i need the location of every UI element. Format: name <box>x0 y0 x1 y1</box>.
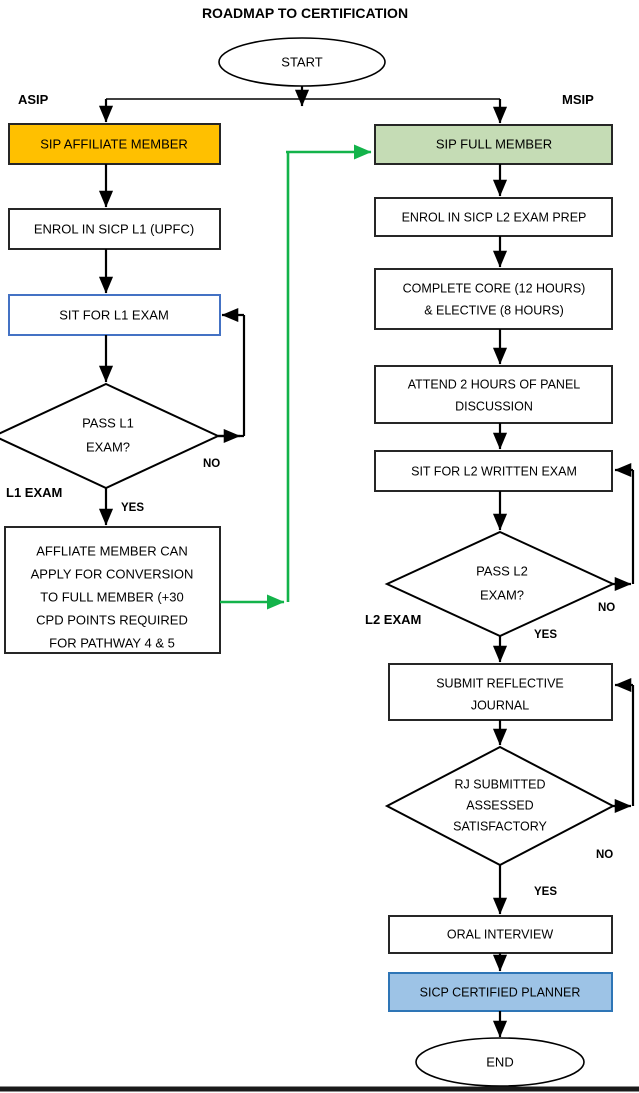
node-complete-core-line2: & ELECTIVE (8 HOURS) <box>424 303 564 317</box>
decision-pass-l2-line2: EXAM? <box>480 587 524 602</box>
edge-label-l1-no: NO <box>203 458 220 470</box>
edge-label-l2-no: NO <box>598 602 615 614</box>
lane-label-msip: MSIP <box>562 92 594 107</box>
edge-label-rj-no: NO <box>596 849 613 861</box>
decision-pass-l2-line1: PASS L2 <box>476 563 528 578</box>
node-conversion-line5: FOR PATHWAY 4 & 5 <box>49 635 175 650</box>
node-enrol-l2[interactable] <box>374 197 613 237</box>
node-start-label: START <box>281 54 322 69</box>
node-affiliate-member[interactable] <box>8 123 221 165</box>
node-panel-discussion[interactable] <box>374 365 613 424</box>
node-submit-rj-line2: JOURNAL <box>471 698 529 712</box>
node-conversion[interactable] <box>4 526 221 654</box>
decision-pass-l1-label-line1: PASS L1 <box>82 415 134 430</box>
decision-pass-l1[interactable] <box>0 382 221 490</box>
group-label-l2-exam: L2 EXAM <box>365 612 421 627</box>
node-end-label: END <box>486 1054 513 1069</box>
node-enrol-l1[interactable] <box>8 208 221 250</box>
decision-pass-l1-label-line2: EXAM? <box>86 439 130 454</box>
edge-label-l2-yes: YES <box>534 629 557 641</box>
edge-label-rj-yes: YES <box>534 886 557 898</box>
edge-label-l1-yes: YES <box>121 502 144 514</box>
page-title: ROADMAP TO CERTIFICATION <box>202 5 408 21</box>
node-sit-l2-exam-label: SIT FOR L2 WRITTEN EXAM <box>411 464 577 478</box>
node-oral-interview[interactable] <box>388 915 613 954</box>
node-complete-core[interactable] <box>374 268 613 330</box>
node-sit-l2-exam[interactable] <box>374 450 613 492</box>
node-certified-planner[interactable] <box>388 972 613 1012</box>
node-conversion-line2: APPLY FOR CONVERSION <box>31 566 194 581</box>
group-label-l1-exam: L1 EXAM <box>6 485 62 500</box>
decision-rj-line2: ASSESSED <box>466 798 533 812</box>
node-full-member[interactable] <box>374 124 613 165</box>
node-oral-interview-label: ORAL INTERVIEW <box>447 927 553 941</box>
decision-rj-line1: RJ SUBMITTED <box>455 777 546 791</box>
node-conversion-line3: TO FULL MEMBER (+30 <box>40 589 183 604</box>
node-full-member-label: SIP FULL MEMBER <box>436 136 552 151</box>
node-submit-rj-line1: SUBMIT REFLECTIVE <box>436 676 564 690</box>
node-certified-planner-label: SICP CERTIFIED PLANNER <box>420 985 581 999</box>
node-conversion-line4: CPD POINTS REQUIRED <box>36 612 188 627</box>
node-end[interactable] <box>415 1037 585 1087</box>
node-panel-line1: ATTEND 2 HOURS OF PANEL <box>408 377 581 391</box>
node-sit-l1-exam-label: SIT FOR L1 EXAM <box>59 307 169 322</box>
node-panel-line2: DISCUSSION <box>455 399 533 413</box>
node-complete-core-line1: COMPLETE CORE (12 HOURS) <box>403 281 586 295</box>
node-conversion-line1: AFFLIATE MEMBER CAN <box>36 543 187 558</box>
lane-label-asip: ASIP <box>18 92 49 107</box>
decision-rj-line3: SATISFACTORY <box>453 819 547 833</box>
node-enrol-l2-label: ENROL IN SICP L2 EXAM PREP <box>402 210 587 224</box>
node-enrol-l1-label: ENROL IN SICP L1 (UPFC) <box>34 221 194 236</box>
node-affiliate-member-label: SIP AFFILIATE MEMBER <box>40 136 188 151</box>
node-sit-l1-exam[interactable] <box>8 294 221 336</box>
